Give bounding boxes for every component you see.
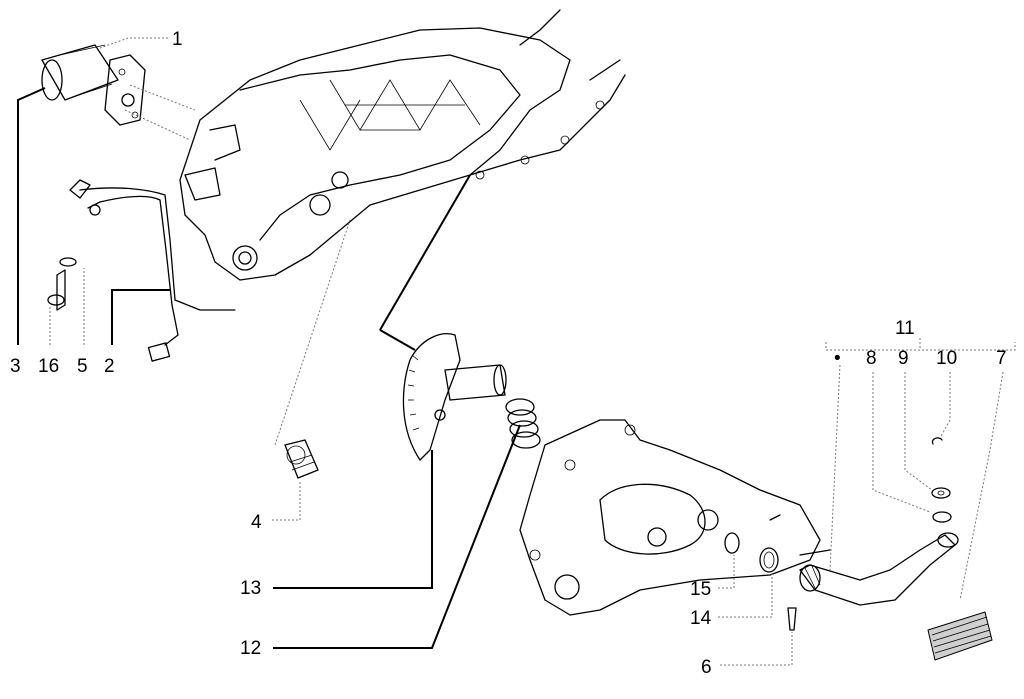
label-7: 7 <box>996 348 1007 369</box>
starter-cable <box>69 179 236 362</box>
label-6: 6 <box>701 657 712 678</box>
label-11: 11 <box>895 318 915 339</box>
label-2: 2 <box>104 356 115 377</box>
label-16: 16 <box>38 356 59 377</box>
washers-and-clip <box>931 437 952 523</box>
label-3: 3 <box>10 356 21 377</box>
label-14: 14 <box>690 608 712 629</box>
label-4: 4 <box>251 512 262 533</box>
kickstart-sector-gear <box>402 333 507 461</box>
callout-labels: 1 3 16 5 2 4 13 12 11 • 8 9 10 7 15 14 6 <box>10 29 1007 678</box>
label-12: 12 <box>240 638 261 659</box>
label-10: 10 <box>936 348 957 369</box>
label-8: 8 <box>866 348 877 369</box>
seal-and-washer <box>724 532 779 573</box>
engine-crankcase <box>179 9 626 281</box>
label-9: 9 <box>898 348 909 369</box>
label-5: 5 <box>77 356 88 377</box>
bolt-and-washer <box>47 257 77 311</box>
transmission-cover <box>519 419 821 616</box>
label-13: 13 <box>240 578 261 599</box>
starter-gear-shaft <box>284 439 319 479</box>
kickstart-spring <box>505 398 541 449</box>
label-1: 1 <box>172 29 183 50</box>
leader-lines <box>17 37 1016 666</box>
kickstart-lever <box>769 514 959 606</box>
screw <box>787 607 797 631</box>
pedal-rubber <box>927 611 993 661</box>
starter-motor <box>41 44 146 126</box>
label-bullet: • <box>834 348 841 369</box>
label-15: 15 <box>690 579 711 600</box>
